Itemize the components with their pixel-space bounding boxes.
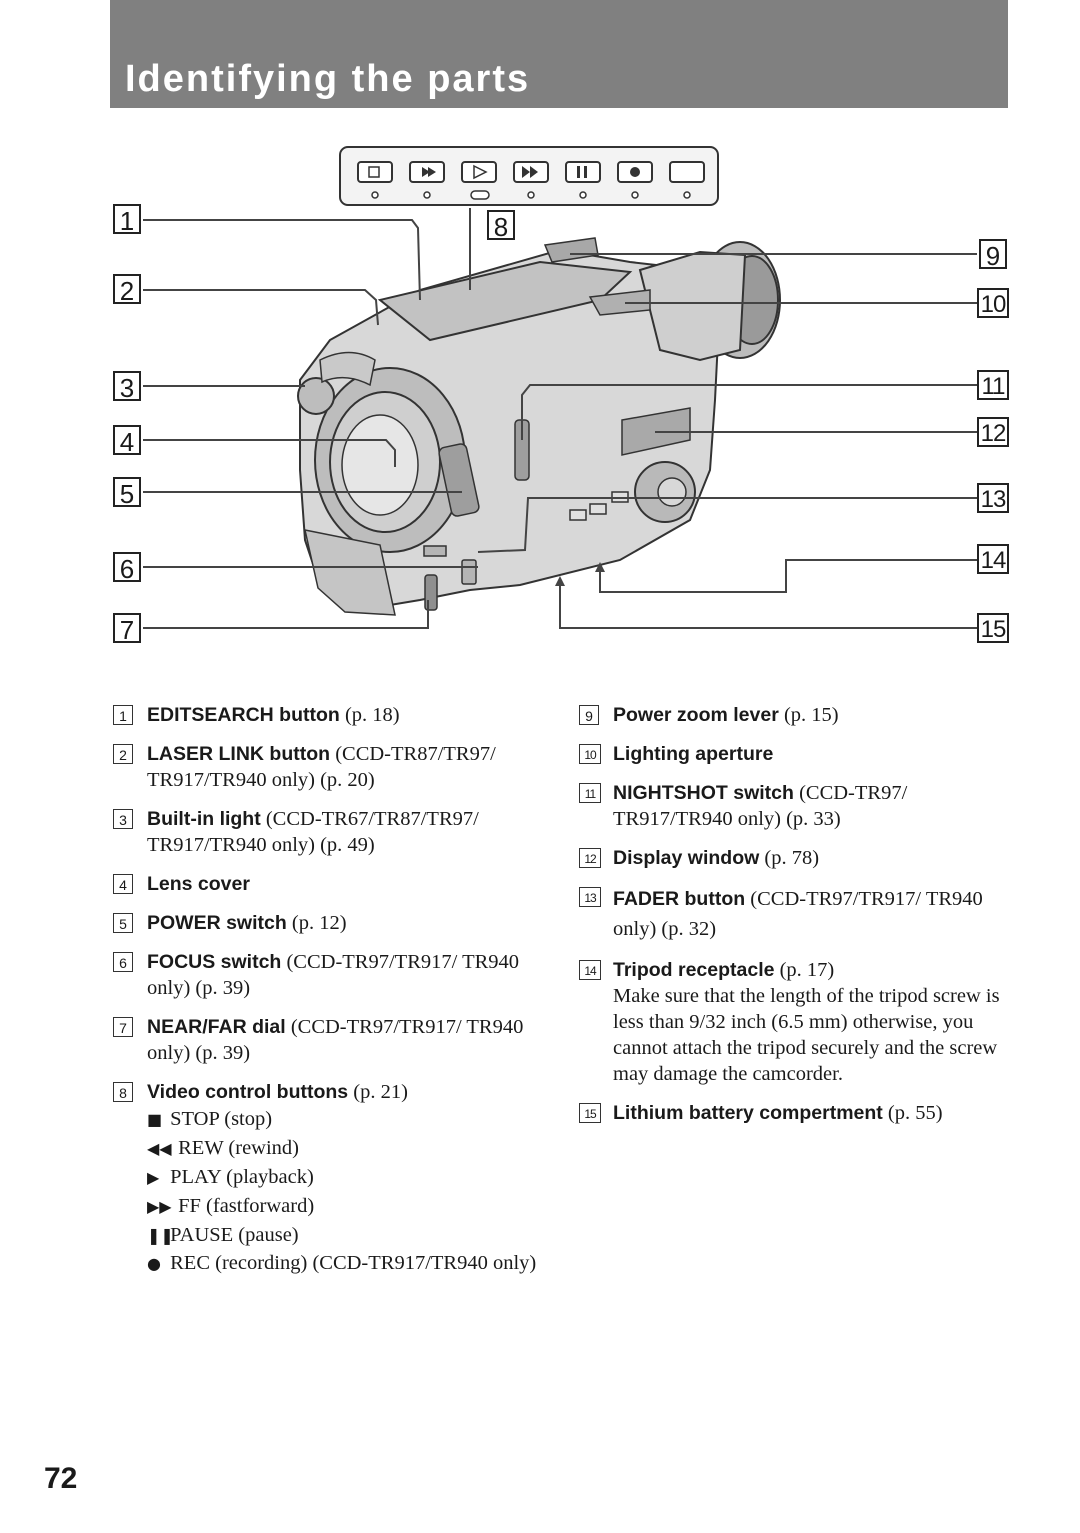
video-button-text: STOP (stop)	[170, 1108, 273, 1130]
part-number: 11	[579, 783, 601, 803]
callout-12: 12	[977, 417, 1009, 447]
part-number: 10	[579, 744, 601, 764]
video-button-rewind: ◀◀ REW (rewind)	[147, 1134, 548, 1163]
callout-11: 11	[977, 370, 1009, 400]
part-item-12: 12 Display window (p. 78)	[579, 845, 1019, 871]
stop-icon: ■	[147, 1110, 163, 1129]
part-item-4: 4 Lens cover	[113, 871, 548, 897]
part-number: 9	[579, 705, 599, 725]
part-number: 3	[113, 809, 133, 829]
part-number: 8	[113, 1082, 133, 1102]
part-number: 14	[579, 960, 601, 980]
right-parts-list: 9 Power zoom lever (p. 15) 10 Lighting ape…	[579, 702, 1019, 1139]
part-number: 6	[113, 952, 133, 972]
part-number: 4	[113, 874, 133, 894]
part-label: NIGHTSHOT switch	[613, 782, 794, 804]
part-label: Lens cover	[147, 873, 250, 895]
fastforward-icon: ▶▶	[147, 1197, 172, 1216]
part-number: 15	[579, 1103, 601, 1123]
callout-13: 13	[977, 483, 1009, 513]
part-item-8: 8 Video control buttons (p. 21) ■ STOP (s…	[113, 1079, 548, 1277]
part-label: NEAR/FAR dial	[147, 1016, 286, 1038]
part-note: (p. 15)	[783, 704, 839, 726]
callout-14: 14	[977, 544, 1009, 574]
part-note: (CCD-TR87/TR97/ TR917/TR940 only) (p. 20…	[147, 743, 496, 791]
callout-9: 9	[979, 239, 1007, 271]
part-note: (p. 78)	[764, 847, 820, 869]
part-number: 7	[113, 1017, 133, 1037]
video-button-play: ▶ PLAY (playback)	[147, 1163, 548, 1192]
camcorder-illustration	[143, 146, 977, 629]
video-button-stop: ■ STOP (stop)	[147, 1105, 548, 1134]
part-label: LASER LINK button	[147, 743, 331, 765]
part-label: POWER switch	[147, 912, 287, 934]
part-note: (p. 17)	[779, 959, 835, 981]
rewind-icon: ◀◀	[147, 1139, 172, 1158]
part-label: FOCUS switch	[147, 951, 282, 973]
callout-5: 5	[113, 477, 141, 509]
pause-icon: ❚❚	[147, 1226, 174, 1245]
part-number: 1	[113, 705, 133, 725]
part-item-1: 1 EDITSEARCH button (p. 18)	[113, 702, 548, 728]
part-number: 2	[113, 744, 133, 764]
part-label: Built-in light	[147, 808, 261, 830]
callout-15: 15	[977, 613, 1009, 643]
part-item-9: 9 Power zoom lever (p. 15)	[579, 702, 1019, 728]
part-note: (CCD-TR67/TR87/TR97/ TR917/TR940 only) (…	[147, 808, 479, 856]
part-label: Lighting aperture	[613, 743, 774, 765]
callout-4: 4	[113, 425, 141, 457]
part-item-2: 2 LASER LINK button (CCD-TR87/TR97/ TR917…	[113, 741, 548, 793]
video-button-pause: ❚❚ PAUSE (pause)	[147, 1221, 548, 1250]
callout-7: 7	[113, 613, 141, 645]
part-item-15: 15 Lithium battery compertment (p. 55)	[579, 1100, 1019, 1126]
part-number: 12	[579, 848, 601, 868]
page-title: Identifying the parts	[125, 58, 531, 100]
part-label: Tripod receptacle	[613, 959, 775, 981]
video-button-text: PLAY (playback)	[170, 1166, 314, 1188]
video-button-text: REW (rewind)	[178, 1137, 300, 1159]
header-bar	[110, 0, 1008, 108]
part-note: (CCD-TR97/TR917/ TR940 only) (p. 39)	[147, 1016, 524, 1064]
part-label: EDITSEARCH button	[147, 704, 340, 726]
page-number: 72	[44, 1462, 78, 1495]
part-item-6: 6 FOCUS switch (CCD-TR97/TR917/ TR940 onl…	[113, 949, 548, 1001]
part-item-3: 3 Built-in light (CCD-TR67/TR87/TR97/ TR9…	[113, 806, 548, 858]
part-note: (CCD-TR97/ TR917/TR940 only) (p. 33)	[613, 782, 908, 830]
part-note: (p. 21)	[353, 1081, 408, 1103]
part-note: (CCD-TR97/TR917/ TR940 only) (p. 32)	[613, 888, 983, 940]
part-number: 13	[579, 887, 601, 907]
part-item-13: 13 FADER button (CCD-TR97/TR917/ TR940 on…	[579, 884, 1019, 944]
video-button-text: PAUSE (pause)	[170, 1224, 299, 1246]
part-label: FADER button	[613, 888, 746, 910]
part-note: (p. 12)	[291, 912, 347, 934]
callout-2: 2	[113, 274, 141, 306]
part-label: Lithium battery compertment	[613, 1102, 883, 1124]
video-button-text: FF (fastforward)	[178, 1195, 315, 1217]
camcorder-figure: 1 2 3 4 5 6 7 8 9 10 11 12 13 14 15	[0, 140, 1080, 660]
part-number: 5	[113, 913, 133, 933]
part-item-14: 14 Tripod receptacle (p. 17) Make sure th…	[579, 957, 1019, 1087]
video-button-record: ● REC (recording) (CCD-TR917/TR940 only)	[147, 1250, 548, 1277]
part-label: Power zoom lever	[613, 704, 779, 726]
tripod-note: Make sure that the length of the tripod …	[613, 985, 1000, 1085]
callout-10: 10	[977, 288, 1009, 318]
video-button-text: REC (recording) (CCD-TR917/TR940 only)	[170, 1252, 537, 1274]
record-icon: ●	[147, 1254, 161, 1273]
video-button-fastforward: ▶▶ FF (fastforward)	[147, 1192, 548, 1221]
part-note: (p. 18)	[344, 704, 400, 726]
part-item-11: 11 NIGHTSHOT switch (CCD-TR97/ TR917/TR94…	[579, 780, 1019, 832]
callout-8: 8	[487, 210, 515, 242]
part-note: (p. 55)	[887, 1102, 943, 1124]
part-item-5: 5 POWER switch (p. 12)	[113, 910, 548, 936]
left-parts-list: 1 EDITSEARCH button (p. 18) 2 LASER LINK b…	[113, 702, 548, 1290]
part-label: Display window	[613, 847, 760, 869]
callout-1: 1	[113, 204, 141, 236]
part-note: (CCD-TR97/TR917/ TR940 only) (p. 39)	[147, 951, 520, 999]
part-item-7: 7 NEAR/FAR dial (CCD-TR97/TR917/ TR940 on…	[113, 1014, 548, 1066]
callout-6: 6	[113, 552, 141, 584]
part-label: Video control buttons	[147, 1081, 349, 1103]
callout-3: 3	[113, 371, 141, 403]
part-item-10: 10 Lighting aperture	[579, 741, 1019, 767]
play-icon: ▶	[147, 1168, 160, 1187]
